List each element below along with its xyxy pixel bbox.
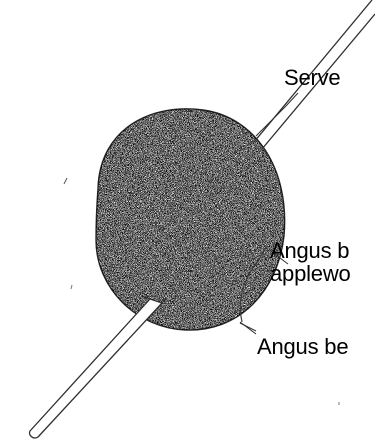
label-angus-line-1: Angus b xyxy=(270,239,351,262)
stray-mark xyxy=(71,285,72,289)
label-angus-beef: Angus be xyxy=(257,335,348,358)
food-disc-shading xyxy=(96,109,285,330)
label-angus-line-2: applewo xyxy=(270,262,351,285)
leader-line-angus-2 xyxy=(240,322,256,334)
skewer-lower xyxy=(30,299,162,438)
stray-mark xyxy=(64,178,67,184)
label-angus-applewood: Angus b applewo xyxy=(270,239,351,285)
label-served: Serve xyxy=(284,66,340,89)
